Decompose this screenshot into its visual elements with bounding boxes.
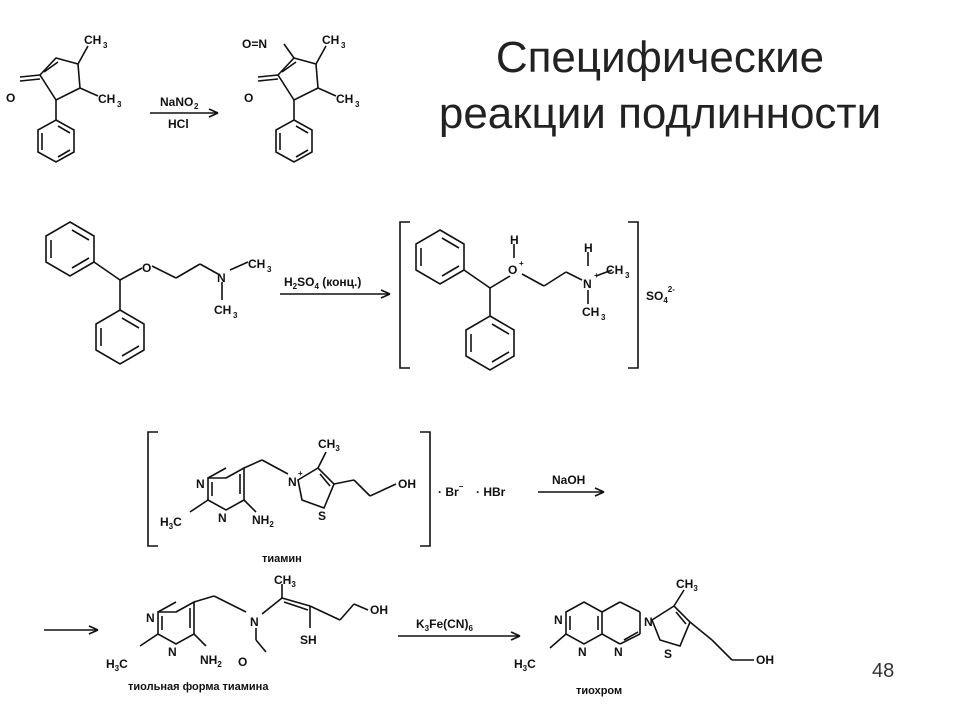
caption-thiochrome: тиохром — [576, 685, 622, 697]
atom-o-1: O — [6, 91, 15, 105]
atom-h3c-2: H3C — [106, 657, 128, 673]
bracket-left-3 — [147, 431, 158, 547]
atom-n-tc-3: N — [614, 645, 623, 659]
atom-ch3-6-sub: 3 — [233, 311, 238, 320]
atom-ch3-8: CH — [582, 305, 599, 319]
thiol-thiamine-structure — [139, 584, 369, 653]
atom-ch3-7: CH — [606, 263, 623, 277]
atom-sh: SH — [300, 633, 317, 647]
atom-n-plus: N — [583, 277, 592, 291]
atom-nh2-1: NH2 — [252, 513, 274, 529]
charge-n: + — [594, 271, 599, 280]
atom-ch3-5: CH — [248, 257, 265, 271]
atom-ch3-2-sub: 3 — [117, 100, 122, 109]
caption-thiamine: тиамин — [262, 553, 302, 565]
page-number: 48 — [872, 660, 895, 682]
reagent-nano2: NaNO — [160, 95, 193, 109]
atom-n-thiaz: N — [288, 475, 297, 489]
caption-thiol-form: тиольная форма тиамина — [128, 681, 269, 693]
atom-n-tc-4: N — [644, 615, 653, 629]
atom-s-2: S — [664, 647, 672, 661]
title-line-2: реакции подлинности — [438, 89, 882, 138]
atom-ch3-1: CH — [84, 33, 101, 47]
atom-ch3-3: CH — [322, 33, 339, 47]
arrow-4-lead-head — [88, 625, 99, 635]
atom-n-formyl: N — [250, 615, 259, 629]
reagent-naoh: NaOH — [552, 473, 585, 487]
atom-n-tc-2: N — [578, 645, 587, 659]
reagent-k3fecn6: K3Fe(CN)6 — [416, 617, 473, 633]
slide-title: Специфические реакции подлинности — [380, 30, 940, 142]
atom-o-formyl: O — [238, 655, 247, 669]
nitrosoantipyrine-structure — [257, 43, 337, 163]
atom-n-pyr-3: N — [146, 611, 155, 625]
counterion-hbr: · HBr — [476, 485, 506, 499]
antipyrine-structure — [19, 45, 99, 163]
atom-oh-3: OH — [756, 653, 774, 667]
thiochrome-structure — [549, 589, 754, 661]
atom-oh-1: OH — [398, 477, 416, 491]
atom-ch3-7-sub: 3 — [625, 271, 630, 280]
counterion-so4: SO42- — [646, 285, 675, 305]
atom-n-pyr-4: N — [168, 645, 177, 659]
atom-ch3-2: CH — [98, 92, 115, 106]
arrow-4-head — [510, 631, 521, 641]
counterion-br: · Br− — [438, 482, 464, 499]
atom-ch3-11: CH3 — [676, 577, 698, 593]
atom-n-amine: N — [217, 271, 226, 285]
atom-nh2-2: NH2 — [200, 653, 222, 669]
atom-ch3-1-sub: 3 — [103, 41, 108, 50]
bracket-right-3 — [420, 431, 431, 547]
atom-oh-2: OH — [370, 603, 388, 617]
atom-n-tc-1: N — [554, 613, 563, 627]
reagent-nano2-sub: 2 — [194, 102, 199, 111]
diphenhydramine-structure — [45, 221, 249, 365]
reagent-hcl: HCl — [168, 117, 189, 131]
arrow-3-head — [594, 487, 605, 497]
atom-ch3-4-sub: 3 — [355, 100, 360, 109]
reagent-h2so4: H2SO4 (конц.) — [284, 275, 361, 291]
atom-h3c-1: H3C — [160, 515, 182, 531]
charge-n-thiaz: + — [298, 469, 303, 478]
atom-ch3-4: CH — [336, 92, 353, 106]
atom-ch3-5-sub: 3 — [267, 265, 272, 274]
atom-n-pyr-2: N — [218, 511, 227, 525]
atom-o-2: O — [244, 91, 253, 105]
atom-ch3-8-sub: 3 — [601, 313, 606, 322]
atom-h-n: H — [584, 241, 593, 255]
bracket-left-2 — [399, 221, 410, 369]
atom-n-pyr-1: N — [196, 477, 205, 491]
title-line-1: Специфические — [495, 33, 825, 82]
atom-o-ether: O — [142, 261, 151, 275]
thiamine-structure — [189, 451, 397, 513]
protonated-diphenhydramine-structure — [415, 229, 613, 371]
atom-ch3-3-sub: 3 — [341, 41, 346, 50]
atom-h-o: H — [510, 233, 519, 247]
atom-ch3-10: CH3 — [274, 573, 296, 589]
arrow-1-head — [208, 108, 219, 118]
atom-ch3-9: CH3 — [318, 437, 340, 453]
bracket-right-2 — [628, 221, 639, 369]
atom-o-plus: O — [508, 263, 517, 277]
atom-no: O=N — [242, 37, 267, 51]
atom-h3c-3: H3C — [514, 657, 536, 673]
arrow-2-head — [380, 289, 391, 299]
atom-s-1: S — [318, 509, 326, 523]
atom-ch3-6: CH — [214, 303, 231, 317]
charge-o: + — [519, 259, 524, 268]
